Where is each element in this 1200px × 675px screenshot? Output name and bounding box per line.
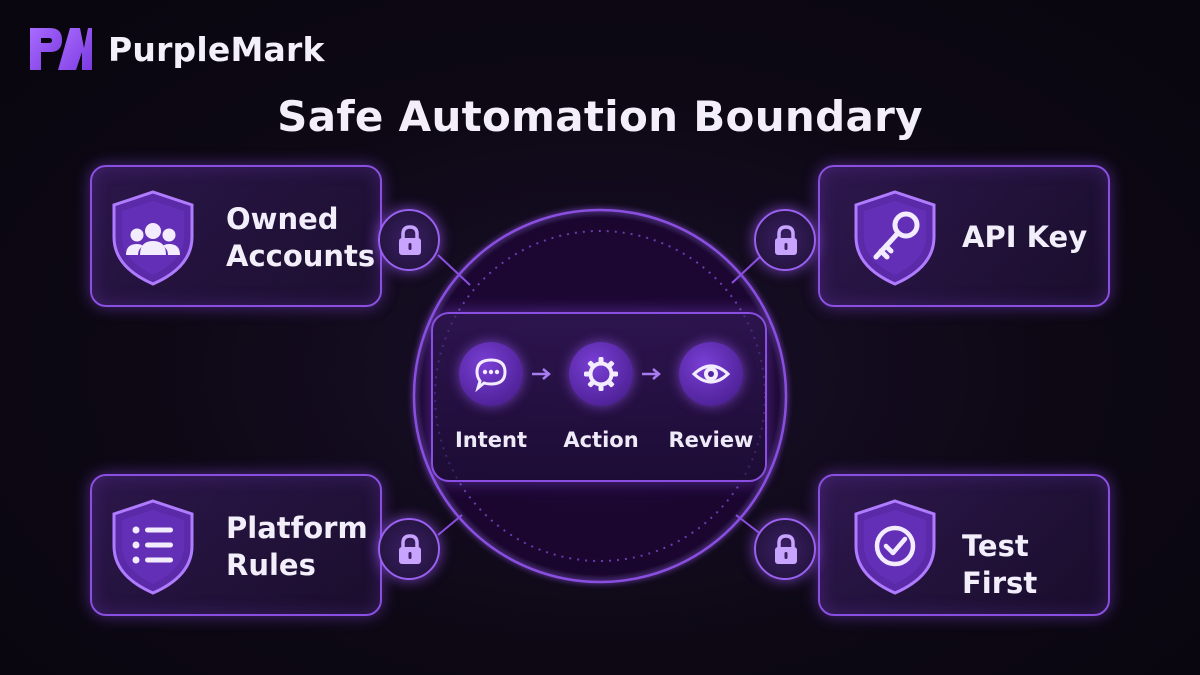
card-platform-rules: Platform Rules <box>90 474 382 616</box>
card-owned-accounts: Owned Accounts <box>90 165 382 307</box>
flow-step-review: Review <box>661 342 761 452</box>
list-shield-icon <box>112 499 194 595</box>
card-label: Owned Accounts <box>226 202 376 273</box>
step-label: Intent <box>454 428 528 452</box>
flow-step-action: Action <box>551 342 651 452</box>
key-shield-icon <box>854 190 936 286</box>
card-label: Test First <box>962 529 1038 600</box>
chat-bubble-icon <box>459 342 523 406</box>
connector-top-right <box>731 254 763 284</box>
page-title: Safe Automation Boundary <box>277 92 923 141</box>
eye-icon <box>679 342 743 406</box>
flow-box: Intent <box>431 312 767 482</box>
lock-icon <box>754 209 816 271</box>
check-shield-icon <box>854 499 936 595</box>
pm-monogram-icon <box>30 28 92 70</box>
card-label: Platform Rules <box>226 511 368 582</box>
brand: PurpleMark <box>28 26 325 72</box>
gear-icon <box>569 342 633 406</box>
card-test-first: Test First <box>818 474 1110 616</box>
card-api-key: API Key <box>818 165 1110 307</box>
brand-name: PurpleMark <box>108 29 325 69</box>
lock-icon <box>378 518 440 580</box>
arrow-right-icon <box>642 368 661 380</box>
connector-top-left <box>437 254 471 286</box>
lock-icon <box>378 209 440 271</box>
connector-bottom-left <box>437 514 463 536</box>
flow-step-intent: Intent <box>441 342 541 452</box>
lock-icon <box>754 518 816 580</box>
arrow-right-icon <box>532 368 551 380</box>
connector-bottom-right <box>735 514 763 536</box>
users-shield-icon <box>112 190 194 286</box>
step-label: Action <box>563 428 639 452</box>
step-label: Review <box>668 428 754 452</box>
card-label: API Key <box>962 220 1088 254</box>
